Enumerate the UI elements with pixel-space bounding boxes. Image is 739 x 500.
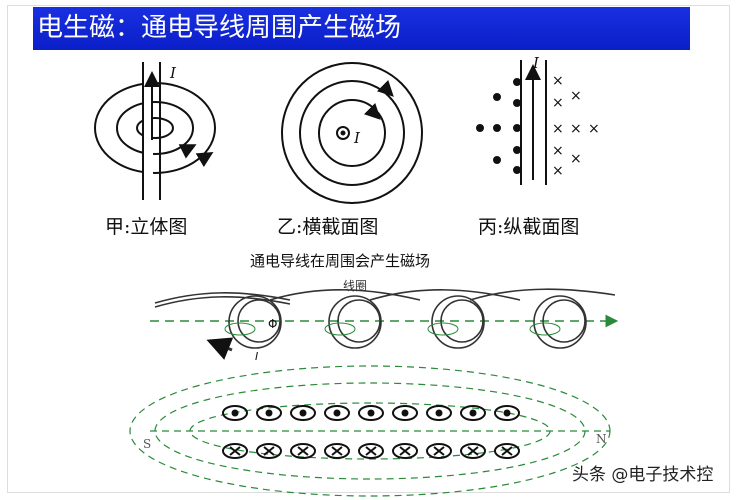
- pole-n-label: N: [596, 432, 607, 446]
- current-out-symbol: [290, 405, 316, 421]
- cross-mark: [467, 446, 479, 456]
- figure-label-cross: 乙:横截面图: [277, 216, 379, 238]
- current-in-symbol: [426, 443, 452, 459]
- svg-text:×: ×: [552, 95, 564, 111]
- svg-text:×: ×: [552, 121, 564, 137]
- cross-mark: [399, 446, 411, 456]
- flux-label: Φ: [268, 317, 277, 331]
- current-label: I: [353, 129, 361, 147]
- dot-mark: [299, 409, 307, 417]
- slide-header: 电生磁：通电导线周围产生磁场: [33, 7, 690, 50]
- svg-text:×: ×: [570, 121, 582, 137]
- current-in-symbol: [358, 443, 384, 459]
- svg-text:×: ×: [552, 73, 564, 89]
- current-in-symbol: [256, 443, 282, 459]
- figure-cross-section: [281, 62, 423, 204]
- cross-mark: [501, 446, 513, 456]
- current-in-symbol: [392, 443, 418, 459]
- svg-text:×: ×: [570, 151, 582, 167]
- caption: 通电导线在周围会产生磁场: [250, 252, 431, 270]
- figure-longitudinal-section: × × × × × × × × ×: [476, 60, 600, 185]
- current-out-symbol: [494, 405, 520, 421]
- current-in-symbol: [222, 443, 248, 459]
- dot-mark: [469, 409, 477, 417]
- cross-mark: [263, 446, 275, 456]
- current-out-symbol: [392, 405, 418, 421]
- dot-mark: [231, 409, 239, 417]
- svg-text:×: ×: [570, 88, 582, 104]
- current-in-symbol: [324, 443, 350, 459]
- solenoid-windings: [222, 405, 520, 459]
- coil-current-label: I: [255, 350, 258, 363]
- current-in-symbol: [290, 443, 316, 459]
- current-label: I: [169, 64, 177, 82]
- current-out-symbol: [358, 405, 384, 421]
- cross-mark: [365, 446, 377, 456]
- figure-label-3d: 甲:立体图: [105, 216, 188, 238]
- current-label: I: [532, 54, 540, 72]
- dot-mark: [265, 409, 273, 417]
- figure-3d-view: [94, 62, 216, 200]
- dot-mark: [401, 409, 409, 417]
- pole-s-label: S: [143, 437, 152, 451]
- svg-text:×: ×: [552, 143, 564, 159]
- solenoid-field-diagram: [129, 365, 611, 497]
- coil-label: 线圈: [343, 279, 368, 293]
- current-out-symbol: [324, 405, 350, 421]
- coil-diagram: [150, 288, 619, 360]
- dot-mark: [503, 409, 511, 417]
- current-out-symbol: [256, 405, 282, 421]
- slide-title: 电生磁：通电导线周围产生磁场: [37, 13, 402, 43]
- dot-mark: [333, 409, 341, 417]
- figure-label-longitudinal: 丙:纵截面图: [478, 216, 580, 238]
- svg-text:×: ×: [552, 163, 564, 179]
- current-in-symbol: [494, 443, 520, 459]
- current-out-symbol: [426, 405, 452, 421]
- cross-mark: [297, 446, 309, 456]
- cross-mark: [433, 446, 445, 456]
- dot-mark: [367, 409, 375, 417]
- slide-frame: [7, 5, 730, 493]
- cross-mark: [229, 446, 241, 456]
- dot-mark: [435, 409, 443, 417]
- svg-text:×: ×: [588, 121, 600, 137]
- watermark: 头条 @电子技术控: [572, 465, 714, 485]
- current-in-symbol: [460, 443, 486, 459]
- current-out-symbol: [460, 405, 486, 421]
- cross-mark: [331, 446, 343, 456]
- current-out-symbol: [222, 405, 248, 421]
